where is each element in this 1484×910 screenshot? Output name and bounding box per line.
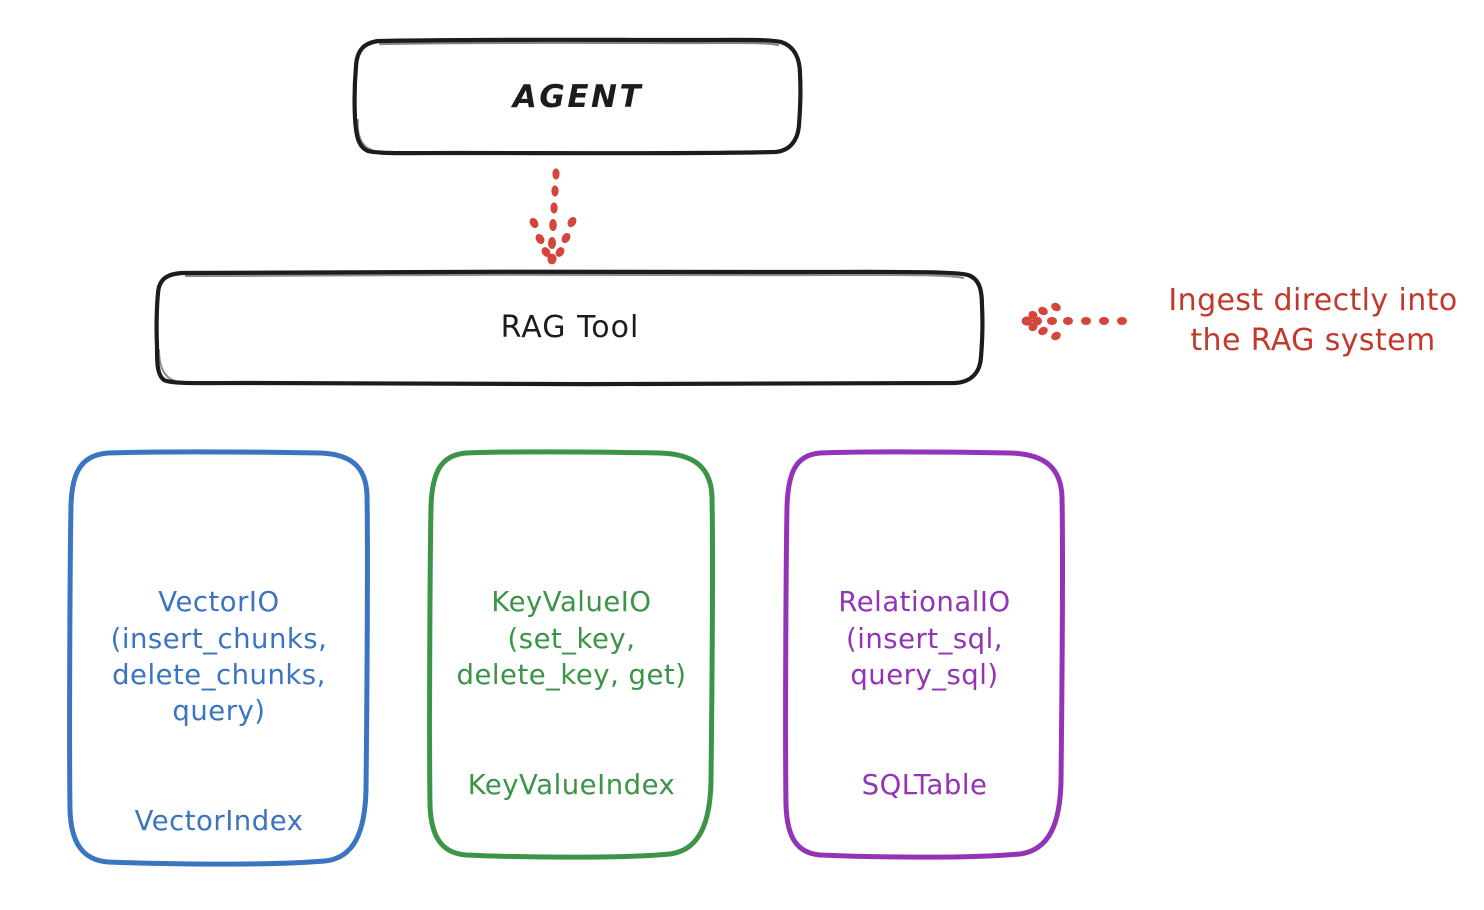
vector-io-secondary-label: VectorIndex <box>134 804 304 837</box>
ingest-arrow-icon <box>1021 302 1127 341</box>
key-value-io-box[interactable]: KeyValueIO (set_key, delete_key, get) Ke… <box>430 452 713 856</box>
relational-io-secondary-label: SQLTable <box>861 768 988 801</box>
ingest-annotation-text: Ingest directly into the RAG system <box>1168 283 1458 358</box>
agent-box-label[interactable]: AGENT <box>512 78 644 115</box>
agent-to-rag-arrow-icon <box>529 168 577 265</box>
vector-io-box[interactable]: VectorIO (insert_chunks, delete_chunks, … <box>70 452 368 864</box>
vector-io-primary-label: VectorIO (insert_chunks, delete_chunks, … <box>110 586 328 728</box>
rag-tool-box-label[interactable]: RAG Tool <box>500 310 640 345</box>
relational-io-primary-label: RelationalIO (insert_sql, query_sql) <box>838 586 1011 691</box>
key-value-io-primary-label: KeyValueIO (set_key, delete_key, get) <box>456 586 687 691</box>
key-value-io-secondary-label: KeyValueIndex <box>467 768 676 801</box>
relational-io-box[interactable]: RelationalIO (insert_sql, query_sql) SQL… <box>786 452 1063 856</box>
